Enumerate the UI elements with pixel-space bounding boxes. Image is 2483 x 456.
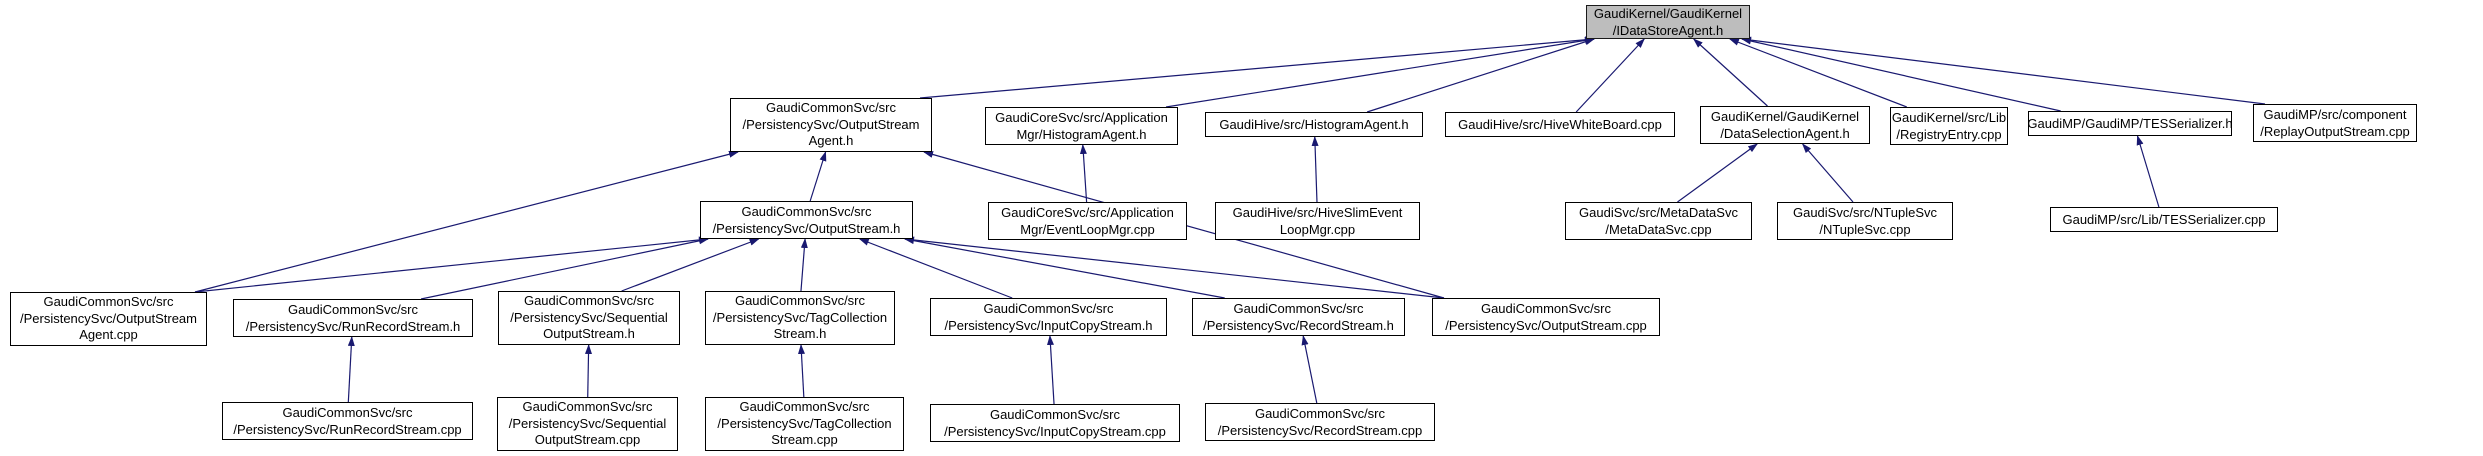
- graph-node-label: GaudiCommonSvc/src /PersistencySvc/RunRe…: [233, 405, 462, 437]
- graph-node-eventloopmgr_cpp[interactable]: GaudiCoreSvc/src/Application Mgr/EventLo…: [988, 202, 1187, 240]
- graph-node-label: GaudiCommonSvc/src /PersistencySvc/Seque…: [510, 293, 668, 342]
- graph-node-idatastoreagent_h[interactable]: GaudiKernel/GaudiKernel /IDataStoreAgent…: [1586, 5, 1750, 39]
- graph-node-label: GaudiSvc/src/NTupleSvc /NTupleSvc.cpp: [1792, 205, 1937, 237]
- graph-node-coresvc_histogramagent_h[interactable]: GaudiCoreSvc/src/Application Mgr/Histogr…: [985, 107, 1178, 145]
- graph-node-label: GaudiHive/src/HiveSlimEvent LoopMgr.cpp: [1232, 205, 1403, 237]
- include-edge-eventloopmgr_cpp-to-coresvc_histogramagent_h: [1079, 144, 1088, 203]
- include-edge-ntuplesvc_cpp-to-dataselectionagent_h: [1801, 143, 1854, 203]
- graph-node-label: GaudiSvc/src/MetaDataSvc /MetaDataSvc.cp…: [1579, 205, 1738, 237]
- graph-node-recordstream_h[interactable]: GaudiCommonSvc/src /PersistencySvc/Recor…: [1192, 298, 1405, 336]
- graph-node-tagcollectionstream_cpp[interactable]: GaudiCommonSvc/src /PersistencySvc/TagCo…: [705, 397, 904, 451]
- include-edge-sequentialoutputstream_cpp-to-sequentialoutputstream_h: [585, 344, 593, 398]
- graph-node-sequentialoutputstream_cpp[interactable]: GaudiCommonSvc/src /PersistencySvc/Seque…: [497, 397, 678, 451]
- graph-node-ntuplesvc_cpp[interactable]: GaudiSvc/src/NTupleSvc /NTupleSvc.cpp: [1777, 202, 1953, 240]
- graph-node-label: GaudiMP/src/Lib/TESSerializer.cpp: [2062, 212, 2266, 227]
- graph-node-outputstreamagent_cpp[interactable]: GaudiCommonSvc/src /PersistencySvc/Outpu…: [10, 292, 207, 346]
- graph-node-label: GaudiHive/src/HistogramAgent.h: [1219, 117, 1409, 132]
- include-edge-coresvc_histogramagent_h-to-idatastoreagent_h: [1165, 36, 1595, 108]
- include-edge-outputstreamagent_cpp-to-outputstream_h: [194, 236, 709, 293]
- graph-node-tagcollectionstream_h[interactable]: GaudiCommonSvc/src /PersistencySvc/TagCo…: [705, 291, 895, 345]
- graph-node-outputstream_cpp[interactable]: GaudiCommonSvc/src /PersistencySvc/Outpu…: [1432, 298, 1660, 336]
- graph-node-sequentialoutputstream_h[interactable]: GaudiCommonSvc/src /PersistencySvc/Seque…: [498, 291, 680, 345]
- include-edge-replayoutputstream_cpp-to-idatastoreagent_h: [1741, 36, 2266, 105]
- include-edge-outputstream_cpp-to-outputstream_h: [904, 236, 1445, 299]
- include-edge-registryentry_cpp-to-idatastoreagent_h: [1728, 38, 1908, 108]
- graph-node-label: GaudiCommonSvc/src /PersistencySvc/Outpu…: [19, 294, 197, 343]
- graph-node-label: GaudiCommonSvc/src /PersistencySvc/Seque…: [508, 399, 667, 448]
- include-edge-recordstream_cpp-to-recordstream_h: [1301, 335, 1318, 404]
- include-edge-runrecordstream_cpp-to-runrecordstream_h: [347, 336, 355, 403]
- include-edge-metadatasvc_cpp-to-dataselectionagent_h: [1677, 143, 1758, 203]
- graph-node-label: GaudiKernel/GaudiKernel /DataSelectionAg…: [1710, 109, 1860, 141]
- include-edge-hiveslimeventloopmgr_cpp-to-hive_histogramagent_h: [1311, 136, 1319, 203]
- graph-node-hivewhiteboard_cpp[interactable]: GaudiHive/src/HiveWhiteBoard.cpp: [1445, 112, 1675, 137]
- graph-node-tesserializer_h[interactable]: GaudiMP/GaudiMP/TESSerializer.h: [2027, 111, 2233, 136]
- include-edge-tagcollectionstream_cpp-to-tagcollectionstream_h: [797, 344, 805, 398]
- graph-node-label: GaudiHive/src/HiveWhiteBoard.cpp: [1458, 117, 1662, 132]
- graph-node-inputcopystream_h[interactable]: GaudiCommonSvc/src /PersistencySvc/Input…: [930, 298, 1167, 336]
- graph-node-label: GaudiCommonSvc/src /PersistencySvc/RunRe…: [245, 302, 461, 334]
- include-edge-runrecordstream_h-to-outputstream_h: [420, 237, 709, 300]
- graph-node-label: GaudiCommonSvc/src /PersistencySvc/TagCo…: [717, 399, 892, 448]
- graph-node-label: GaudiCommonSvc/src /PersistencySvc/Outpu…: [1445, 301, 1647, 333]
- include-edge-outputstream_h-to-outputstreamagent_h: [809, 151, 827, 202]
- graph-node-metadatasvc_cpp[interactable]: GaudiSvc/src/MetaDataSvc /MetaDataSvc.cp…: [1565, 202, 1752, 240]
- graph-node-label: GaudiCommonSvc/src /PersistencySvc/Recor…: [1203, 301, 1394, 333]
- graph-node-label: GaudiMP/src/component /ReplayOutputStrea…: [2260, 107, 2410, 139]
- graph-node-label: GaudiMP/GaudiMP/TESSerializer.h: [2027, 116, 2233, 131]
- graph-node-label: GaudiCommonSvc/src /PersistencySvc/TagCo…: [712, 293, 888, 342]
- graph-node-tesserializer_cpp[interactable]: GaudiMP/src/Lib/TESSerializer.cpp: [2050, 207, 2278, 232]
- graph-node-label: GaudiKernel/GaudiKernel /IDataStoreAgent…: [1593, 6, 1743, 38]
- graph-node-label: GaudiCommonSvc/src /PersistencySvc/Input…: [944, 407, 1166, 439]
- graph-node-outputstreamagent_h[interactable]: GaudiCommonSvc/src /PersistencySvc/Outpu…: [730, 98, 932, 152]
- include-edge-hive_histogramagent_h-to-idatastoreagent_h: [1366, 38, 1595, 113]
- include-edge-tesserializer_cpp-to-tesserializer_h: [2136, 135, 2160, 208]
- include-edge-dataselectionagent_h-to-idatastoreagent_h: [1693, 38, 1768, 107]
- graph-node-label: GaudiCoreSvc/src/Application Mgr/Histogr…: [995, 110, 1168, 142]
- graph-node-inputcopystream_cpp[interactable]: GaudiCommonSvc/src /PersistencySvc/Input…: [930, 404, 1180, 442]
- graph-node-runrecordstream_cpp[interactable]: GaudiCommonSvc/src /PersistencySvc/RunRe…: [222, 402, 473, 440]
- graph-node-hive_histogramagent_h[interactable]: GaudiHive/src/HistogramAgent.h: [1205, 112, 1423, 137]
- graph-node-label: GaudiCoreSvc/src/Application Mgr/EventLo…: [1001, 205, 1174, 237]
- include-edge-sequentialoutputstream_h-to-outputstream_h: [621, 238, 760, 292]
- include-edge-outputstreamagent_h-to-idatastoreagent_h: [919, 36, 1595, 99]
- graph-node-dataselectionagent_h[interactable]: GaudiKernel/GaudiKernel /DataSelectionAg…: [1700, 106, 1870, 144]
- graph-node-registryentry_cpp[interactable]: GaudiKernel/src/Lib /RegistryEntry.cpp: [1890, 107, 2008, 145]
- graph-node-outputstream_h[interactable]: GaudiCommonSvc/src /PersistencySvc/Outpu…: [700, 201, 913, 239]
- include-edge-inputcopystream_cpp-to-inputcopystream_h: [1046, 335, 1055, 405]
- graph-node-hiveslimeventloopmgr_cpp[interactable]: GaudiHive/src/HiveSlimEvent LoopMgr.cpp: [1215, 202, 1420, 240]
- graph-node-label: GaudiCommonSvc/src /PersistencySvc/Recor…: [1217, 406, 1423, 438]
- include-edge-inputcopystream_h-to-outputstream_h: [858, 238, 1013, 299]
- graph-node-label: GaudiCommonSvc/src /PersistencySvc/Outpu…: [742, 100, 920, 149]
- include-edge-recordstream_h-to-outputstream_h: [904, 237, 1225, 299]
- graph-node-label: GaudiCommonSvc/src /PersistencySvc/Input…: [944, 301, 1153, 333]
- graph-node-recordstream_cpp[interactable]: GaudiCommonSvc/src /PersistencySvc/Recor…: [1205, 403, 1435, 441]
- graph-node-label: GaudiCommonSvc/src /PersistencySvc/Outpu…: [712, 204, 901, 236]
- include-edge-hivewhiteboard_cpp-to-idatastoreagent_h: [1575, 38, 1645, 113]
- include-edge-tagcollectionstream_h-to-outputstream_h: [800, 238, 808, 292]
- include-edge-tesserializer_h-to-idatastoreagent_h: [1741, 37, 2061, 112]
- graph-node-replayoutputstream_cpp[interactable]: GaudiMP/src/component /ReplayOutputStrea…: [2253, 104, 2417, 142]
- graph-node-runrecordstream_h[interactable]: GaudiCommonSvc/src /PersistencySvc/RunRe…: [233, 299, 473, 337]
- graph-node-label: GaudiKernel/src/Lib /RegistryEntry.cpp: [1891, 110, 2007, 142]
- include-edge-outputstreamagent_cpp-to-outputstreamagent_h: [194, 150, 739, 293]
